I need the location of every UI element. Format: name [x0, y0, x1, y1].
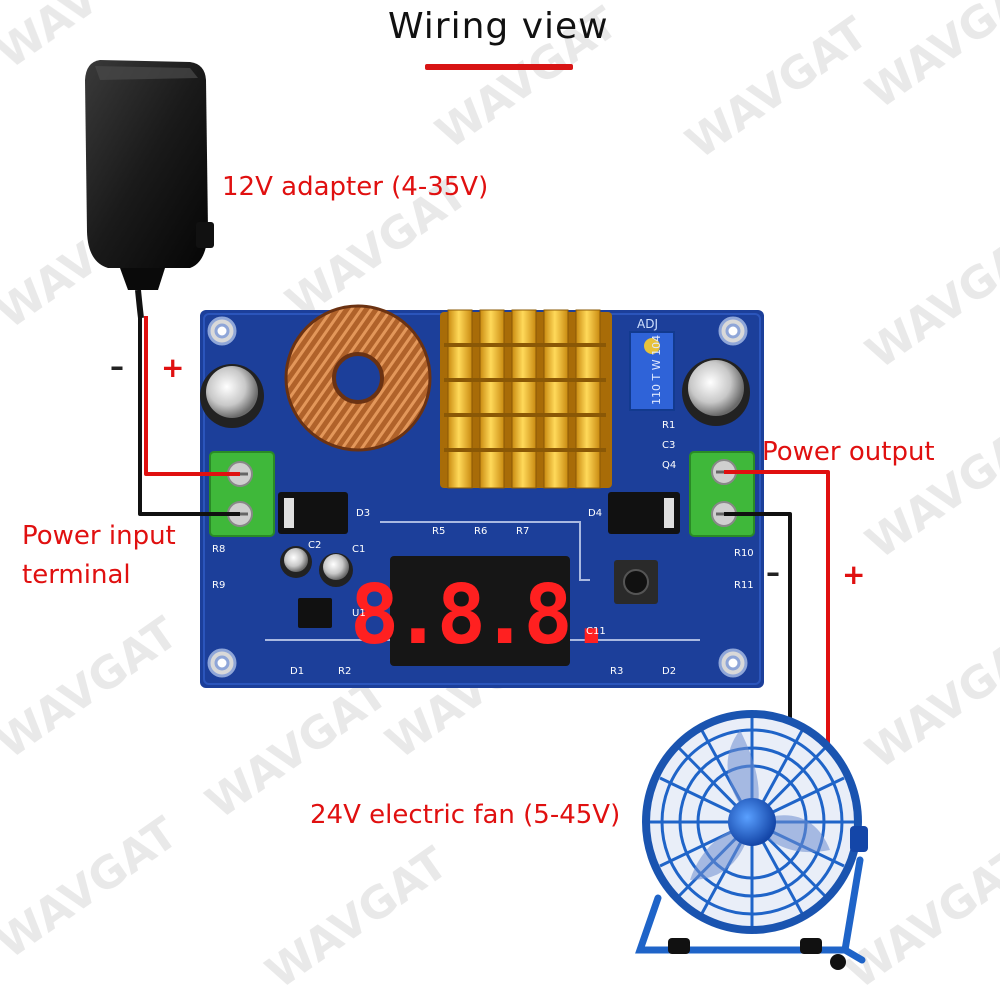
- watermark-text: WAVGAT: [0, 608, 187, 769]
- page-title: Wiring view: [388, 6, 609, 47]
- watermark-text: WAVGAT: [0, 808, 187, 969]
- pot-text: 110 T W 104: [650, 335, 663, 405]
- small-capacitors: [280, 546, 353, 587]
- watermark-text: WAVGAT: [857, 408, 1000, 569]
- silkscreen-u1: U1: [352, 608, 366, 619]
- silkscreen-q4: Q4: [662, 460, 676, 471]
- inductor-coil: [284, 304, 432, 452]
- power-input-label-line2: terminal: [22, 560, 131, 590]
- silkscreen-d4: D4: [588, 508, 602, 519]
- output-terminal: [689, 451, 755, 537]
- silkscreen-r9: R9: [212, 580, 225, 591]
- output-plus-sign: +: [842, 558, 866, 591]
- watermark-text: WAVGAT: [257, 838, 457, 999]
- heatsink: [440, 309, 612, 489]
- power-adapter: [85, 60, 214, 319]
- watermark-text: WAVGAT: [857, 618, 1000, 779]
- silkscreen-d2: D2: [662, 666, 676, 677]
- electric-fan: [635, 710, 868, 970]
- silkscreen-r11: R11: [734, 580, 754, 591]
- push-button: [614, 560, 658, 604]
- display-digits: 8.8.8.: [350, 568, 610, 663]
- input-plus-sign: +: [161, 351, 185, 384]
- title-underline: [425, 64, 573, 70]
- adapter-label: 12V adapter (4-35V): [222, 172, 489, 202]
- silkscreen-r2: R2: [338, 666, 351, 677]
- silkscreen-r8: R8: [212, 544, 225, 555]
- capacitor-left: [200, 364, 264, 428]
- output-negative-wire: [724, 512, 792, 742]
- input-minus-sign: –: [110, 350, 124, 383]
- watermark-text: WAVGAT: [857, 0, 1000, 119]
- pcb-board: ADJ 110 T W 104: [200, 304, 764, 688]
- output-minus-sign: –: [766, 556, 780, 589]
- silkscreen-r6: R6: [474, 526, 487, 537]
- power-chips: [278, 492, 680, 628]
- watermark-text: WAVGAT: [857, 218, 1000, 379]
- led-display: 8.8.8.: [350, 556, 616, 666]
- input-terminal: [209, 451, 275, 537]
- potentiometer: ADJ 110 T W 104: [629, 317, 675, 411]
- input-negative-wire: [138, 316, 240, 516]
- fan-label: 24V electric fan (5-45V): [310, 800, 621, 830]
- output-positive-wire: [724, 470, 830, 768]
- watermark-text: WAVGAT: [677, 8, 877, 169]
- input-positive-wire: [144, 316, 240, 476]
- adj-label: ADJ: [637, 317, 658, 331]
- power-input-label: Power input: [22, 521, 176, 551]
- silkscreen-r5: R5: [432, 526, 445, 537]
- silkscreen-r10: R10: [734, 548, 754, 559]
- silkscreen-c1: C1: [352, 544, 365, 555]
- silkscreen-d3: D3: [356, 508, 370, 519]
- silkscreen-d1: D1: [290, 666, 304, 677]
- wires: [138, 316, 830, 768]
- silkscreen-c2: C2: [308, 540, 321, 551]
- silkscreen-r3: R3: [610, 666, 623, 677]
- silkscreen-c3: C3: [662, 440, 675, 451]
- power-output-label: Power output: [762, 437, 935, 467]
- silkscreen-r1: R1: [662, 420, 675, 431]
- capacitor-right: [682, 358, 750, 426]
- silkscreen-r7: R7: [516, 526, 529, 537]
- silkscreen-c11: C11: [586, 626, 606, 637]
